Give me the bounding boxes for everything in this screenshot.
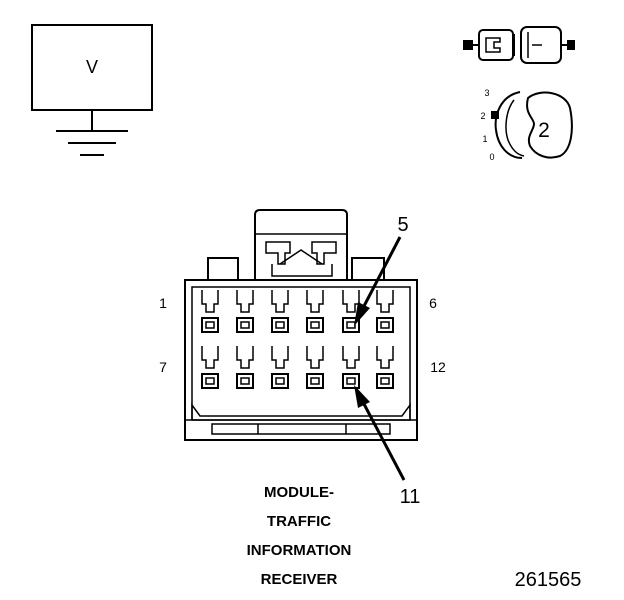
terminal-cavity-8	[236, 346, 254, 389]
ignition-indicator	[491, 111, 499, 119]
voltmeter-ground-symbol: V	[31, 24, 153, 156]
step-number: 2	[538, 119, 550, 142]
ignition-position-3: 3	[484, 88, 489, 98]
connector-housing	[184, 279, 418, 441]
pin-label-12: 12	[430, 359, 446, 375]
ignition-position-0: 0	[489, 152, 494, 162]
voltmeter-label: V	[86, 57, 98, 77]
pin-label-6: 6	[429, 295, 437, 311]
terminal-cavity-3	[271, 290, 289, 333]
component-name-line-3: INFORMATION	[247, 542, 352, 559]
terminal-cavity-7	[201, 346, 219, 389]
component-name-line-2: TRAFFIC	[267, 513, 331, 530]
terminal-cavity-11	[342, 346, 360, 389]
terminal-cavity-10	[306, 346, 324, 389]
component-name: MODULE- TRAFFIC INFORMATION RECEIVER	[247, 484, 352, 588]
terminal-cavity-6	[376, 290, 394, 333]
terminal-cavity-12	[376, 346, 394, 389]
ignition-position-1: 1	[482, 134, 487, 144]
terminal-cavities	[201, 290, 394, 389]
callout-label-5: 5	[397, 214, 408, 236]
ignition-position-2: 2	[480, 111, 485, 121]
connector-latch	[254, 209, 348, 280]
callout-label-11: 11	[400, 486, 421, 508]
callout-arrow-pin-11	[354, 385, 406, 481]
ignition-key-icon	[526, 91, 573, 159]
pin-label-7: 7	[159, 359, 167, 375]
callout-arrow-pin-5	[354, 236, 402, 326]
terminal-cavity-9	[271, 346, 289, 389]
pin-label-1: 1	[159, 295, 167, 311]
ignition-switch-icon: 3 2 1 0 2	[480, 88, 573, 162]
component-name-line-4: RECEIVER	[261, 571, 338, 588]
terminal-cavity-1	[201, 290, 219, 333]
connector-face	[184, 209, 418, 441]
figure-id: 261565	[515, 569, 582, 591]
component-name-line-1: MODULE-	[264, 484, 334, 501]
disconnect-connector-icon	[463, 26, 575, 64]
terminal-cavity-4	[306, 290, 324, 333]
terminal-cavity-2	[236, 290, 254, 333]
